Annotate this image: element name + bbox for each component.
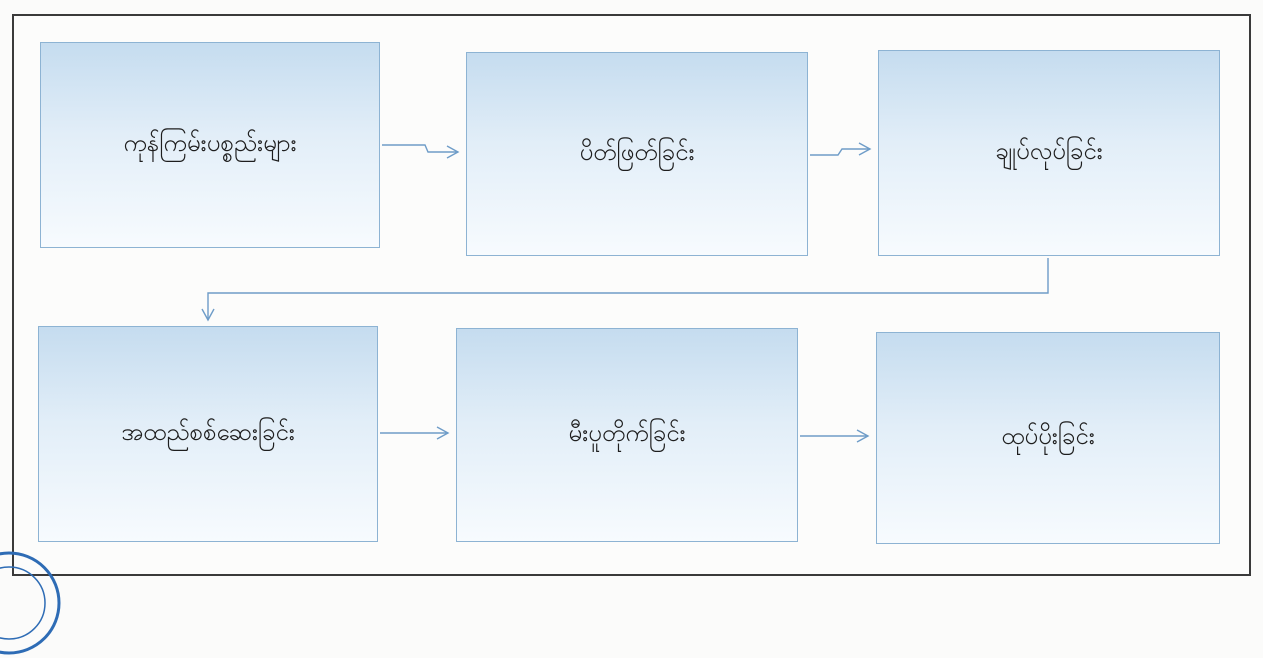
step-label: မီးပူတိုက်ခြင်း	[568, 419, 686, 447]
step-cutting: ပိတ်ဖြတ်ခြင်း	[466, 52, 808, 256]
connector-layer	[201, 142, 1049, 443]
step-label: ထုပ်ပိုးခြင်း	[1001, 422, 1095, 450]
arrow-b1-to-b2	[382, 144, 460, 159]
step-label: ပိတ်ဖြတ်ခြင်း	[579, 138, 695, 166]
step-ironing: မီးပူတိုက်ခြင်း	[456, 328, 798, 542]
step-label: အထည်စစ်ဆေးခြင်း	[121, 418, 295, 446]
official-stamp: နှင့်အချက်	[0, 551, 61, 655]
arrow-b2-to-b3	[810, 142, 872, 156]
step-inspection: အထည်စစ်ဆေးခြင်း	[38, 326, 378, 542]
arrow-b3-to-b4	[201, 258, 1049, 322]
step-label: ချုပ်လုပ်ခြင်း	[995, 137, 1103, 165]
step-raw-materials: ကုန်ကြမ်းပစ္စည်းများ	[40, 42, 380, 248]
step-packing: ထုပ်ပိုးခြင်း	[876, 332, 1220, 544]
step-sewing: ချုပ်လုပ်ခြင်း	[878, 50, 1220, 256]
step-label: ကုန်ကြမ်းပစ္စည်းများ	[123, 129, 297, 157]
